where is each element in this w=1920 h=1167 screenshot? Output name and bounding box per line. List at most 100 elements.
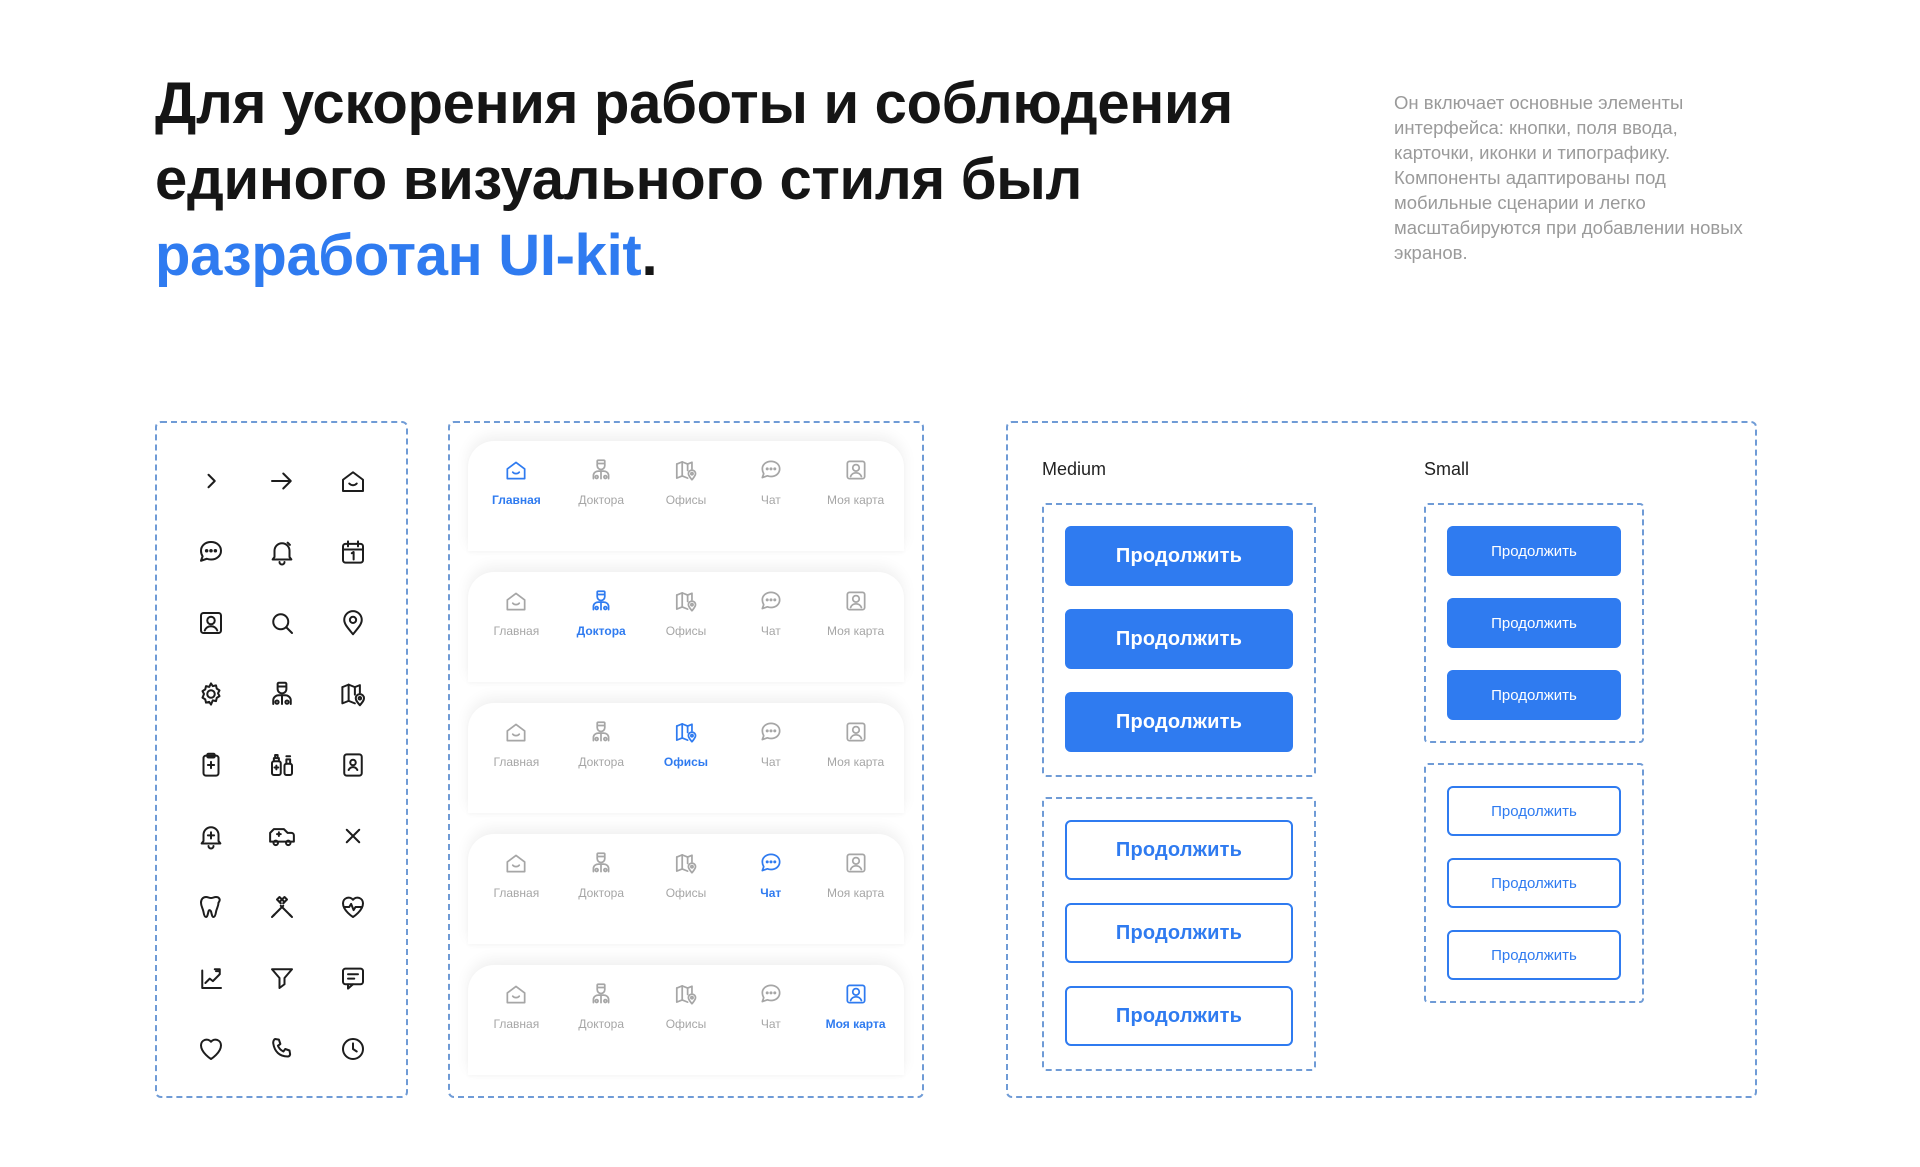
close-icon (317, 800, 388, 871)
tab-label: Чат (760, 493, 781, 507)
tab-map-pin[interactable]: Офисы (646, 850, 726, 944)
tab-doctor[interactable]: Доктора (561, 719, 641, 813)
tab-home[interactable]: Главная (476, 457, 556, 551)
small-primary-button[interactable]: Продолжить (1447, 526, 1621, 576)
small-primary-group: Продолжить Продолжить Продолжить (1424, 503, 1644, 743)
medium-outline-button[interactable]: Продолжить (1065, 820, 1293, 880)
calendar-icon (317, 516, 388, 587)
tab-chat[interactable]: Чат (731, 588, 811, 682)
location-pin-icon (317, 587, 388, 658)
tab-profile-card[interactable]: Моя карта (816, 850, 896, 944)
small-primary-button[interactable]: Продолжить (1447, 598, 1621, 648)
tab-home[interactable]: Главная (476, 588, 556, 682)
tab-home[interactable]: Главная (476, 850, 556, 944)
tab-label: Главная (493, 624, 540, 638)
tab-doctor[interactable]: Доктора (561, 850, 641, 944)
tab-chat[interactable]: Чат (731, 850, 811, 944)
tab-doctor[interactable]: Доктора (561, 981, 641, 1075)
chat-icon (175, 516, 246, 587)
tab-label: Офисы (665, 624, 707, 638)
arrow-right-icon (246, 445, 317, 516)
clipboard-icon (175, 729, 246, 800)
bottles-icon (246, 729, 317, 800)
doctor-icon (588, 588, 614, 619)
tab-label: Главная (493, 1017, 540, 1031)
tab-label: Чат (760, 624, 781, 638)
home-icon (503, 719, 529, 750)
headline-line-1: Для ускорения работы и соблюдения (155, 71, 1233, 136)
profile-card-icon (843, 588, 869, 619)
buttons-panel: Medium Small Продолжить Продолжить Продо… (1006, 421, 1757, 1098)
bell-icon (246, 516, 317, 587)
chevron-right-icon (175, 445, 246, 516)
small-primary-button[interactable]: Продолжить (1447, 670, 1621, 720)
doctor-icon (588, 981, 614, 1012)
medical-chart-icon (175, 942, 246, 1013)
tab-map-pin[interactable]: Офисы (646, 719, 726, 813)
medium-outline-button[interactable]: Продолжить (1065, 903, 1293, 963)
tab-chat[interactable]: Чат (731, 719, 811, 813)
tab-home[interactable]: Главная (476, 981, 556, 1075)
small-outline-group: Продолжить Продолжить Продолжить (1424, 763, 1644, 1003)
tab-chat[interactable]: Чат (731, 981, 811, 1075)
tools-icon (246, 871, 317, 942)
map-pin-icon (673, 850, 699, 881)
profile-card-icon (843, 457, 869, 488)
tab-profile-card[interactable]: Моя карта (816, 457, 896, 551)
tab-label: Моя карта (826, 886, 885, 900)
bell-alert-icon (175, 800, 246, 871)
tab-map-pin[interactable]: Офисы (646, 588, 726, 682)
tab-profile-card[interactable]: Моя карта (816, 588, 896, 682)
page-headline: Для ускорения работы и соблюдения единог… (155, 66, 1305, 294)
tab-label: Офисы (665, 886, 707, 900)
small-outline-button[interactable]: Продолжить (1447, 786, 1621, 836)
tab-label: Моя карта (826, 493, 885, 507)
medium-primary-button[interactable]: Продолжить (1065, 526, 1293, 586)
headline-line-3: разработан UI-kit. (155, 218, 1305, 294)
tab-doctor[interactable]: Доктора (561, 457, 641, 551)
tab-label: Моя карта (826, 624, 885, 638)
medium-primary-button[interactable]: Продолжить (1065, 692, 1293, 752)
tab-profile-card[interactable]: Моя карта (816, 719, 896, 813)
tab-label: Доктора (576, 624, 626, 638)
chat-icon (758, 981, 784, 1012)
profile-card-icon (843, 981, 869, 1012)
map-pin-icon (673, 981, 699, 1012)
tab-doctor[interactable]: Доктора (561, 588, 641, 682)
map-pin-icon (317, 658, 388, 729)
medium-size-label: Medium (1042, 459, 1107, 479)
phone-icon (246, 1013, 317, 1084)
tab-map-pin[interactable]: Офисы (646, 457, 726, 551)
chat-icon (758, 457, 784, 488)
home-icon (317, 445, 388, 516)
filter-icon (246, 942, 317, 1013)
gear-icon (175, 658, 246, 729)
tab-label: Доктора (578, 493, 625, 507)
profile-card-icon (175, 587, 246, 658)
tab-map-pin[interactable]: Офисы (646, 981, 726, 1075)
heart-icon (175, 1013, 246, 1084)
medium-outline-button[interactable]: Продолжить (1065, 986, 1293, 1046)
medium-primary-button[interactable]: Продолжить (1065, 609, 1293, 669)
search-icon (246, 587, 317, 658)
tab-label: Офисы (665, 493, 707, 507)
icon-grid (157, 445, 406, 1084)
medium-primary-group: Продолжить Продолжить Продолжить (1042, 503, 1316, 777)
tab-home[interactable]: Главная (476, 719, 556, 813)
map-pin-icon (673, 457, 699, 488)
small-outline-button[interactable]: Продолжить (1447, 858, 1621, 908)
home-icon (503, 588, 529, 619)
small-outline-button[interactable]: Продолжить (1447, 930, 1621, 980)
doctor-icon (588, 719, 614, 750)
doctor-icon (588, 850, 614, 881)
medium-outline-group: Продолжить Продолжить Продолжить (1042, 797, 1316, 1071)
tab-chat[interactable]: Чат (731, 457, 811, 551)
headline-line-2: единого визуального стиля был (155, 147, 1083, 212)
tab-profile-card[interactable]: Моя карта (816, 981, 896, 1075)
tab-label: Чат (760, 755, 781, 769)
chat-icon (758, 588, 784, 619)
